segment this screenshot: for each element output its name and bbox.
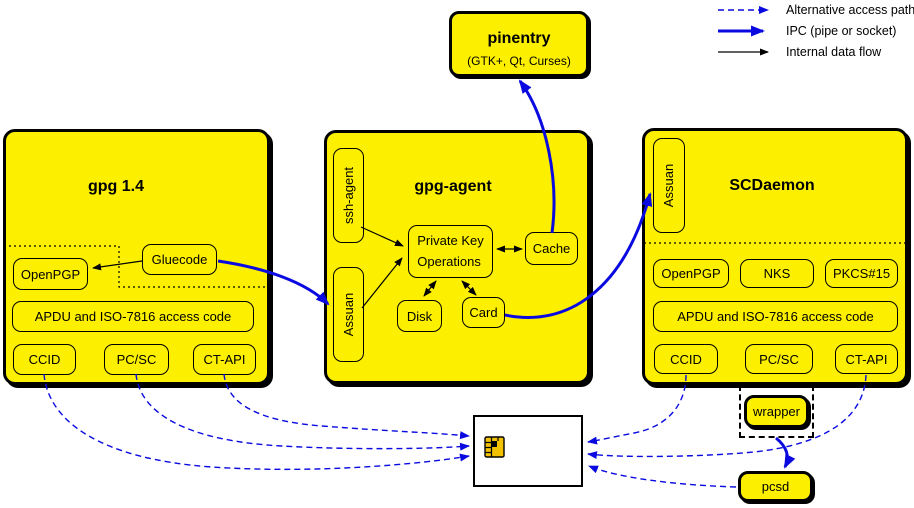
scdaemon-pkcs15-module: PKCS#15	[825, 259, 898, 288]
scdaemon-assuan-module: Assuan	[653, 138, 685, 233]
pinentry-subtitle: (GTK+, Qt, Curses)	[467, 54, 571, 68]
scdaemon-pcsc-module: PC/SC	[745, 344, 813, 374]
gpgagent-card-module: Card	[462, 297, 505, 328]
gpgagent-title: gpg-agent	[414, 178, 492, 195]
pinentry-title: pinentry	[487, 30, 551, 47]
alt-gpg14-ccid-to-card	[43, 373, 470, 471]
pcsd-box: pcsd	[738, 471, 813, 502]
gpgagent-sshagent-module: ssh-agent	[333, 148, 364, 243]
alt-scdaemon-ctapi-to-card	[587, 374, 867, 460]
gpgagent-cache-module: Cache	[525, 232, 578, 265]
scdaemon-assuan-label: Assuan	[661, 163, 677, 208]
scdaemon-ccid-module: CCID	[654, 344, 718, 374]
smartcard	[473, 415, 583, 487]
wrapper-box: wrapper	[744, 395, 809, 428]
gpg14-ctapi-module: CT-API	[193, 344, 256, 375]
gpg14-title: gpg 1.4	[87, 178, 145, 195]
gpgagent-assuan-module: Assuan	[333, 267, 364, 362]
scdaemon-openpgp-module: OpenPGP	[653, 259, 729, 288]
gpg14-gluecode-module: Gluecode	[142, 244, 217, 275]
pinentry-box	[449, 11, 589, 77]
scdaemon-box	[642, 128, 908, 385]
scdaemon-ctapi-module: CT-API	[835, 344, 898, 374]
gpgagent-sshagent-label: ssh-agent	[341, 166, 356, 225]
legend-internal-label: Internal data flow	[786, 45, 882, 59]
gpgagent-disk-module: Disk	[397, 300, 442, 332]
legend-alt-label: Alternative access paths	[786, 3, 914, 17]
scdaemon-title: SCDaemon	[729, 177, 815, 194]
scdaemon-apdu-module: APDU and ISO-7816 access code	[653, 301, 898, 332]
gpg14-ccid-module: CCID	[13, 344, 76, 375]
gpg14-openpgp-module: OpenPGP	[13, 258, 88, 290]
alt-gpg14-pcsc-to-card	[135, 373, 470, 451]
gpg14-apdu-module: APDU and ISO-7816 access code	[12, 301, 254, 332]
ipc-wrapper-to-pcsd	[775, 436, 796, 469]
scdaemon-nks-module: NKS	[740, 259, 814, 288]
gpgagent-pko-module: Private Key Operations	[408, 225, 493, 278]
gpg14-pcsc-module: PC/SC	[104, 344, 169, 375]
alt-scdaemon-ccid-to-card	[587, 374, 687, 445]
alt-pcsd-to-card	[588, 465, 737, 488]
gpgagent-assuan-label: Assuan	[341, 292, 356, 337]
legend-ipc-label: IPC (pipe or socket)	[786, 24, 897, 38]
gpgagent-pko-label: Private Key Operations	[417, 233, 484, 269]
